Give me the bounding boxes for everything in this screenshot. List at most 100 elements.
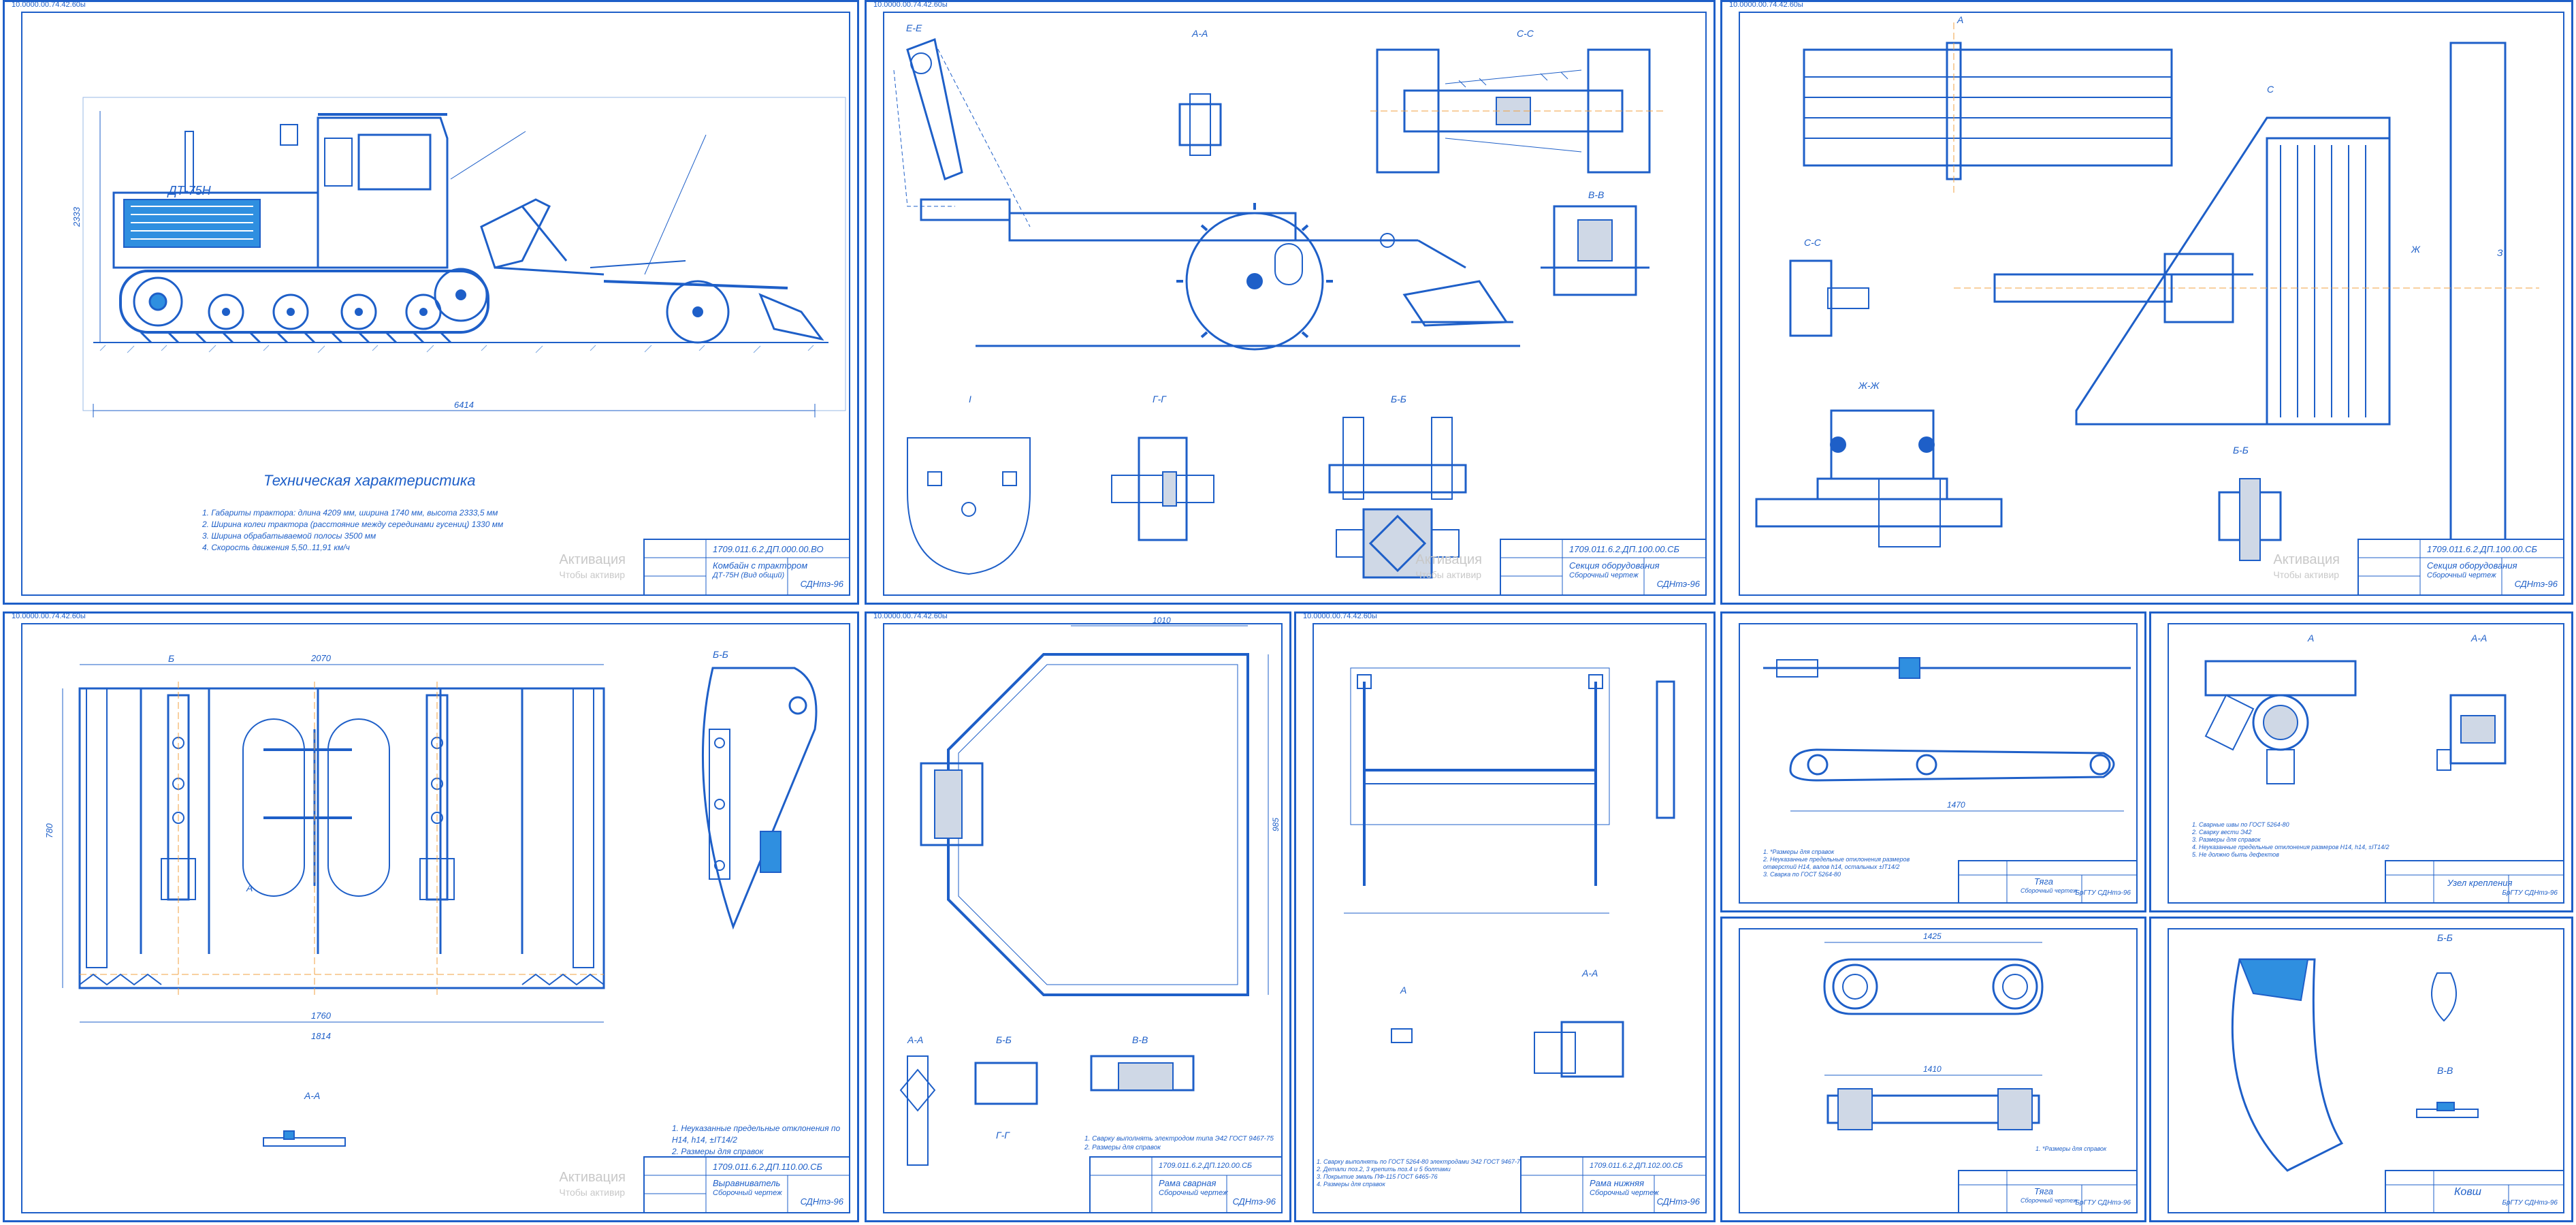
drawing-number: 1709.011.6.2.ДП.120.00.СБ: [1159, 1162, 1253, 1170]
drawing-org: БрГТУ СДНтэ-96: [2502, 1199, 2558, 1207]
note-1: 1. Сварку выполнять электродом типа Э42 …: [1084, 1135, 1274, 1143]
drawing-org: СДНтэ-96: [1656, 1196, 1700, 1207]
drawing-title: Узел крепления: [2447, 878, 2513, 888]
drawing-subtitle: Сборочный чертеж: [1590, 1189, 1659, 1197]
svg-text:1760: 1760: [311, 1011, 332, 1021]
drawing-subtitle: Сборочный чертеж: [1569, 571, 1639, 579]
sheet-rod-2: 1425 1410 1. *Размеры для справок Тяга С…: [1720, 917, 2146, 1222]
drawing-subtitle: ДТ-75Н (Вид общий): [713, 571, 785, 579]
svg-text:1814: 1814: [311, 1031, 331, 1041]
lower-frame-drawing: [1344, 667, 1675, 1078]
note-1: 1. Сварку выполнять по ГОСТ 5264-80 элек…: [1317, 1158, 1524, 1165]
sheet-bucket: Б-Б В-В Ковш БрГТУ СДНтэ-96: [2149, 917, 2573, 1222]
title-block: 1709.011.6.2.ДП.120.00.СБ Рама сварная С…: [1089, 1156, 1283, 1213]
section-label-vv: В-В: [2437, 1065, 2453, 1076]
drawing-number: 1709.011.6.2.ДП.100.00.СБ: [2427, 544, 2537, 554]
note-1: 1. *Размеры для справок: [2035, 1145, 2107, 1152]
svg-text:ДТ-75Н: ДТ-75Н: [167, 184, 212, 197]
frame-notes: 1. Сварку выполнять электродом типа Э42 …: [1084, 1134, 1274, 1152]
section-label-gg: Г-Г: [996, 1130, 1010, 1141]
sheet-welded-frame: 10.0000.00.74.42.60ы 1010 985 А-А Б-Б В-…: [865, 611, 1291, 1222]
section-label-bb: Б-Б: [996, 1034, 1012, 1045]
tech-specs-heading: Техническая характеристика: [263, 472, 476, 489]
title-block: Ковш БрГТУ СДНтэ-96: [2385, 1170, 2564, 1213]
view-label-a: А: [1400, 985, 1407, 996]
sheet-code: 10.0000.00.74.42.60ы: [873, 1, 948, 9]
sheet-frame: [21, 12, 850, 596]
svg-text:2333: 2333: [71, 206, 82, 227]
svg-text:1425: 1425: [1923, 932, 1942, 941]
sheet-frame: [1739, 623, 2138, 904]
drawing-org: СДНтэ-96: [1232, 1196, 1276, 1207]
view-label-z: З: [2497, 247, 2503, 258]
title-block: Тяга Сборочный чертеж БрГТУ СДНтэ-96: [1958, 1170, 2138, 1213]
sheet-frame: [1313, 623, 1707, 1213]
note-1: 1. Неуказанные предельные отклонения по …: [672, 1124, 841, 1145]
sheet-code: 10.0000.00.74.42.60ы: [12, 1, 86, 9]
mounting-notes: 1. Сварные швы по ГОСТ 5264-80 2. Сварку…: [2192, 821, 2389, 859]
sheet-leveler: 10.0000.00.74.42.60ы 2070: [3, 611, 859, 1222]
section-label-vv: В-В: [1588, 189, 1605, 200]
sheet-frame: [883, 12, 1707, 596]
title-block: 1709.011.6.2.ДП.100.00.СБ Секция оборудо…: [1500, 539, 1707, 596]
view-label-i: I: [969, 394, 971, 404]
svg-text:6414: 6414: [454, 400, 474, 410]
drawing-title: Комбайн с трактором: [713, 560, 808, 571]
mounting-drawing: [2204, 660, 2507, 784]
spec-note-4: 4. Скорость движения 5,50..11,91 км/ч: [202, 543, 350, 552]
view-label-a: А: [2308, 633, 2315, 643]
svg-text:2070: 2070: [310, 653, 332, 663]
view-label-zh: Ж: [2411, 244, 2420, 255]
drawing-org: СДНтэ-96: [800, 1196, 843, 1207]
drawing-title: Рама сварная: [1159, 1178, 1217, 1188]
title-block: 1709.011.6.2.ДП.000.00.ВО Комбайн с трак…: [643, 539, 850, 596]
sheet-frame: [1739, 12, 2564, 596]
section-label-bb: Б-Б: [1391, 394, 1406, 404]
rod-notes: 1. *Размеры для справок 2. Неуказанные п…: [1763, 848, 1910, 878]
title-block: Тяга Сборочный чертеж БрГТУ СДНтэ-96: [1958, 860, 2138, 904]
drawing-number: 1709.011.6.2.ДП.110.00.СБ: [713, 1162, 822, 1172]
drawing-org: СДНтэ-96: [2514, 579, 2558, 589]
drawing-subtitle: Сборочный чертеж: [2427, 571, 2496, 579]
svg-text:1410: 1410: [1923, 1064, 1942, 1074]
note-2: 2. Сварку вести Э42: [2192, 829, 2252, 836]
rod2-notes: 1. *Размеры для справок: [2035, 1143, 2106, 1155]
drawing-title: Выравниватель: [713, 1178, 781, 1188]
sheet-section-assembly: 10.0000.00.74.42.60ы: [865, 0, 1716, 605]
title-block: 1709.011.6.2.ДП.100.00.СБ Секция оборудо…: [2357, 539, 2564, 596]
section-label-aa: А-А: [1582, 968, 1598, 979]
svg-text:780: 780: [44, 823, 54, 838]
sheet-frame: [2168, 623, 2564, 904]
svg-text:985: 985: [1271, 818, 1281, 831]
drawing-subtitle: Сборочный чертеж: [2020, 887, 2078, 894]
drawing-org: БрГТУ СДНтэ-96: [2075, 1199, 2131, 1207]
sheet-frame: [883, 623, 1283, 1213]
drawing-org: СДНтэ-96: [800, 579, 843, 589]
section-label-aa: А-А: [304, 1090, 321, 1101]
view-label-c: С: [2267, 84, 2274, 95]
note-3: 3. Размеры для справок: [2192, 836, 2261, 843]
note-4: 4. Размеры для справок: [1317, 1181, 1385, 1188]
title-block: Узел крепления БрГТУ СДНтэ-96: [2385, 860, 2564, 904]
drawing-title: Тяга: [2034, 876, 2053, 887]
section-label-ee: Е-Е: [906, 22, 922, 33]
note-2: 2. Размеры для справок: [1084, 1144, 1161, 1151]
drawing-subtitle: Сборочный чертеж: [713, 1189, 782, 1197]
drawing-title: Секция оборудования: [1569, 560, 1660, 571]
drawing-number: 1709.011.6.2.ДП.100.00.СБ: [1569, 544, 1679, 554]
section-label-bb: Б-Б: [2437, 932, 2453, 943]
section-label-cc: С-С: [1804, 237, 1821, 248]
spec-note-1: 1. Габариты трактора: длина 4209 мм, шир…: [202, 508, 498, 518]
spec-note-2: 2. Ширина колеи трактора (расстояние меж…: [202, 520, 504, 529]
drawing-subtitle: Сборочный чертеж: [2020, 1197, 2078, 1204]
section-label-aa: А-А: [2471, 633, 2488, 643]
sheet-frame: [1739, 928, 2138, 1213]
note-2: 2. Детали поз.2, 3 крепить поз.4 и 5 бол…: [1317, 1166, 1451, 1173]
leveler-drawing: 2070 1760 1814 780: [44, 653, 818, 1147]
drawing-number: 1709.011.6.2.ДП.000.00.ВО: [713, 544, 824, 554]
drawing-subtitle: Сборочный чертеж: [1159, 1189, 1228, 1197]
